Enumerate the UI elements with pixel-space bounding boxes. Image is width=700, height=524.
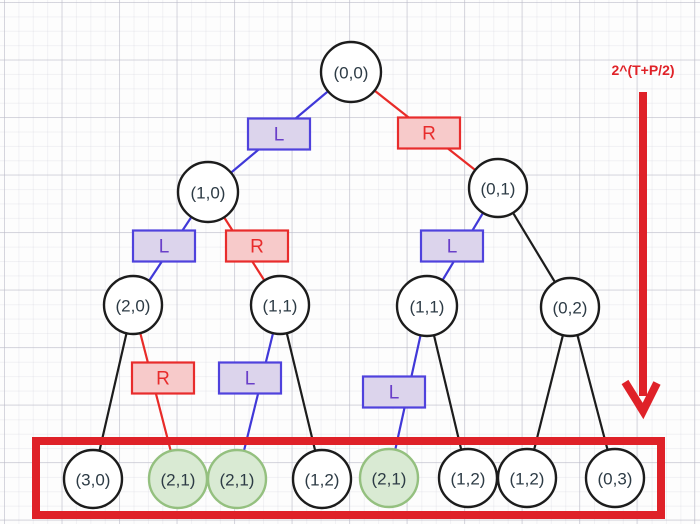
node-label: (1,2) <box>510 470 545 489</box>
tree-node-l21a: (2,1) <box>147 448 209 510</box>
edge-label-box <box>131 229 197 263</box>
node-label: (2,1) <box>161 471 196 490</box>
edge-label-text: L <box>447 237 458 258</box>
node-label: (2,1) <box>220 471 255 490</box>
edge-label-box <box>419 229 485 263</box>
node-label: (1,0) <box>191 184 226 203</box>
edge-label-box <box>246 117 312 151</box>
node-label: (2,0) <box>116 297 151 316</box>
edge-label-box <box>361 375 427 409</box>
edge-label-text: R <box>422 124 436 145</box>
edge-label-text: L <box>274 125 285 146</box>
tree-node-l21b: (2,1) <box>206 448 268 510</box>
node-label: (0,2) <box>553 299 588 318</box>
node-circle <box>467 157 529 219</box>
edge-label-left-0: L <box>246 117 312 151</box>
edge-label-box <box>217 361 283 395</box>
arrow-annotation: 2^(T+P/2) <box>611 62 675 78</box>
node-label: (0,3) <box>598 470 633 489</box>
tree-node-root: (0,0) <box>319 40 383 104</box>
edge-label-text: L <box>159 237 170 258</box>
edge-label-right-3: R <box>224 229 290 263</box>
node-circle <box>496 447 558 509</box>
node-circle <box>584 447 646 509</box>
node-circle <box>319 40 383 104</box>
edge-label-left-7: L <box>361 375 427 409</box>
edge-label-left-4: L <box>419 229 485 263</box>
node-circle-highlighted <box>358 447 420 509</box>
edge-label-box <box>396 116 462 150</box>
edge-label-text: L <box>245 369 256 390</box>
tree-node-l30: (3,0) <box>62 448 124 510</box>
node-label: (1,2) <box>305 471 340 490</box>
node-label: (1,1) <box>263 297 298 316</box>
edge-label-text: R <box>250 237 264 258</box>
edge-label-right-5: R <box>130 361 196 395</box>
tree-node-l12c: (1,2) <box>496 447 558 509</box>
edge-label-box <box>224 229 290 263</box>
tree-node-n02: (0,2) <box>539 276 601 338</box>
tree-node-l03: (0,3) <box>584 447 646 509</box>
tree-node-n01: (0,1) <box>467 157 529 219</box>
node-circle <box>102 274 164 336</box>
node-circle <box>291 448 353 510</box>
edge-label-text: R <box>156 369 170 390</box>
node-label: (0,1) <box>481 180 516 199</box>
node-circle <box>249 274 311 336</box>
node-label: (1,2) <box>451 470 486 489</box>
tree-node-n11b: (1,1) <box>395 274 459 338</box>
tree-node-l21c: (2,1) <box>358 447 420 509</box>
edge-label-box <box>130 361 196 395</box>
tree-node-l12a: (1,2) <box>291 448 353 510</box>
leaf-row-highlight-box <box>32 437 665 519</box>
down-arrow-head <box>621 379 661 420</box>
node-circle <box>62 448 124 510</box>
tree-node-n20: (2,0) <box>102 274 164 336</box>
tree-node-l12b: (1,2) <box>437 447 499 509</box>
edge-label-left-6: L <box>217 361 283 395</box>
node-circle-highlighted <box>206 448 268 510</box>
node-circle <box>176 160 240 224</box>
node-circle <box>395 274 459 338</box>
node-label: (2,1) <box>372 470 407 489</box>
down-arrow <box>621 92 661 420</box>
node-label: (0,0) <box>334 64 369 83</box>
edge-label-right-1: R <box>396 116 462 150</box>
edge-label-text: L <box>389 383 400 404</box>
node-label: (1,1) <box>410 298 445 317</box>
node-label: (3,0) <box>76 471 111 490</box>
tree-node-n11a: (1,1) <box>249 274 311 336</box>
node-circle <box>539 276 601 338</box>
edge-label-left-2: L <box>131 229 197 263</box>
tree-node-n10: (1,0) <box>176 160 240 224</box>
